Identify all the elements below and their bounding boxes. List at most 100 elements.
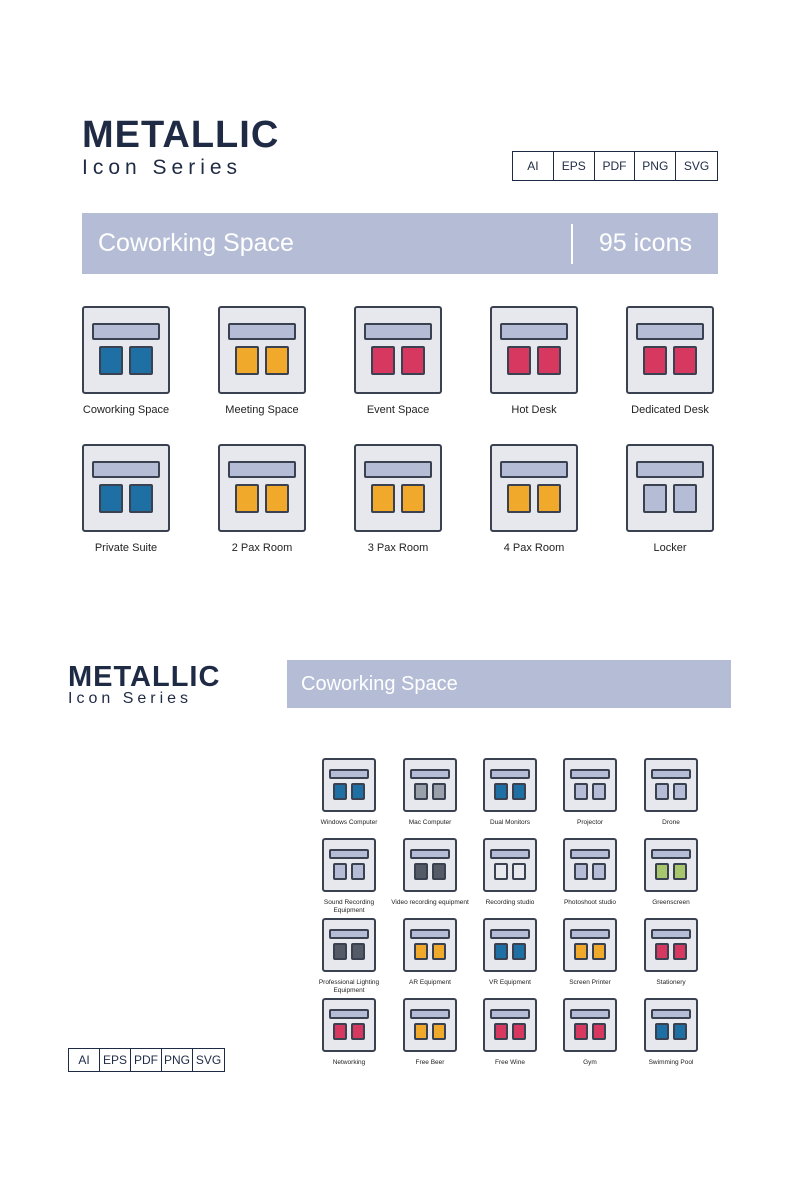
icon-label: Projector <box>576 819 603 826</box>
video-recording-equipment-icon <box>403 838 457 892</box>
hot-desk-icon <box>490 306 578 394</box>
networking-icon <box>322 998 376 1052</box>
icon-tile: Dedicated Desk <box>605 306 735 417</box>
format-pdf: PDF <box>131 1049 162 1071</box>
banner-divider <box>570 223 573 264</box>
icon-label: Recording studio <box>485 899 535 906</box>
icon-tile: Recording studio <box>471 838 549 907</box>
2-pax-room-icon <box>218 444 306 532</box>
format-pdf: PDF <box>595 152 636 180</box>
icon-label: Dedicated Desk <box>631 404 709 416</box>
icon-tile: Photoshoot studio <box>551 838 629 907</box>
vr-equipment-icon <box>483 918 537 972</box>
photoshoot-studio-icon <box>563 838 617 892</box>
format-eps: EPS <box>100 1049 131 1071</box>
icon-tile: Mac Computer <box>391 758 469 827</box>
meeting-space-icon <box>218 306 306 394</box>
icon-label: Private Suite <box>94 542 158 554</box>
brand-title-2: METALLIC <box>68 661 221 693</box>
gym-icon <box>563 998 617 1052</box>
icon-tile: Windows Computer <box>310 758 388 827</box>
icon-tile: Sound Recording Equipment <box>310 838 388 915</box>
title-banner-2: Coworking Space <box>287 660 731 708</box>
icon-label: Professional Lighting Equipment <box>318 979 380 994</box>
free-beer-icon <box>403 998 457 1052</box>
icon-tile: 2 Pax Room <box>197 444 327 555</box>
banner-count: 95 icons <box>598 229 692 257</box>
icon-label: Hot Desk <box>511 404 557 416</box>
windows-computer-icon <box>322 758 376 812</box>
icon-label: Free Beer <box>415 1059 445 1066</box>
icon-tile: Coworking Space <box>61 306 191 417</box>
icon-label: Gym <box>583 1059 597 1066</box>
icon-label: Coworking Space <box>82 404 170 416</box>
icon-tile: Greenscreen <box>632 838 710 907</box>
4-pax-room-icon <box>490 444 578 532</box>
brand-subtitle: Icon Series <box>82 156 243 179</box>
icon-tile: Swimming Pool <box>632 998 710 1067</box>
icon-tile: Drone <box>632 758 710 827</box>
recording-studio-icon <box>483 838 537 892</box>
icon-tile: Private Suite <box>61 444 191 555</box>
icon-label: 3 Pax Room <box>367 542 429 554</box>
mac-computer-icon <box>403 758 457 812</box>
icon-tile: Video recording equipment <box>391 838 469 907</box>
format-eps: EPS <box>554 152 595 180</box>
icon-label: Networking <box>332 1059 366 1066</box>
icon-tile: Projector <box>551 758 629 827</box>
icon-label: Sound Recording Equipment <box>323 899 375 914</box>
icon-label: Locker <box>653 542 687 554</box>
icon-tile: Screen Printer <box>551 918 629 987</box>
format-svg: SVG <box>195 1053 222 1067</box>
icon-tile: Professional Lighting Equipment <box>310 918 388 995</box>
3-pax-room-icon <box>354 444 442 532</box>
greenscreen-icon <box>644 838 698 892</box>
icon-tile: Meeting Space <box>197 306 327 417</box>
icon-label: Mac Computer <box>408 819 452 826</box>
format-ai: AI <box>513 152 554 180</box>
icon-label: VR Equipment <box>489 979 531 986</box>
private-suite-icon <box>82 444 170 532</box>
dual-monitors-icon <box>483 758 537 812</box>
brand-subtitle-2: Icon Series <box>68 690 193 707</box>
drone-icon <box>644 758 698 812</box>
icon-label: Event Space <box>366 404 430 416</box>
icon-label: Free Wine <box>495 1059 525 1066</box>
projector-icon <box>563 758 617 812</box>
icon-label: Windows Computer <box>320 819 378 826</box>
icon-tile: AR Equipment <box>391 918 469 987</box>
brand-title: METALLIC <box>82 114 280 156</box>
icon-label: Drone <box>662 819 680 826</box>
sound-recording-equipment-icon <box>322 838 376 892</box>
icon-tile: 4 Pax Room <box>469 444 599 555</box>
icon-label: AR Equipment <box>409 979 451 986</box>
title-banner: Coworking Space 95 icons <box>82 213 718 274</box>
format-png: PNG <box>635 152 677 180</box>
icon-label: 2 Pax Room <box>231 542 293 554</box>
icon-tile: Gym <box>551 998 629 1067</box>
coworking-space-icon <box>82 306 170 394</box>
icon-label: Meeting Space <box>225 404 299 416</box>
icon-label: Screen Printer <box>569 979 611 986</box>
icon-label: Photoshoot studio <box>563 899 617 906</box>
icon-tile: Free Wine <box>471 998 549 1067</box>
icon-tile: Event Space <box>333 306 463 417</box>
icon-tile: Networking <box>310 998 388 1067</box>
icon-tile: Hot Desk <box>469 306 599 417</box>
icon-label: Stationery <box>656 979 686 986</box>
icon-label: 4 Pax Room <box>503 542 565 554</box>
icon-label: Video recording equipment <box>391 899 469 906</box>
event-space-icon <box>354 306 442 394</box>
icon-tile: Locker <box>605 444 735 555</box>
professional-lighting-equipment-icon <box>322 918 376 972</box>
icon-label: Greenscreen <box>652 899 690 906</box>
locker-icon <box>626 444 714 532</box>
icon-label: Swimming Pool <box>648 1059 694 1066</box>
icon-tile: Dual Monitors <box>471 758 549 827</box>
format-png: PNG <box>162 1049 193 1071</box>
icon-tile: VR Equipment <box>471 918 549 987</box>
ar-equipment-icon <box>403 918 457 972</box>
format-ai: AI <box>69 1049 100 1071</box>
